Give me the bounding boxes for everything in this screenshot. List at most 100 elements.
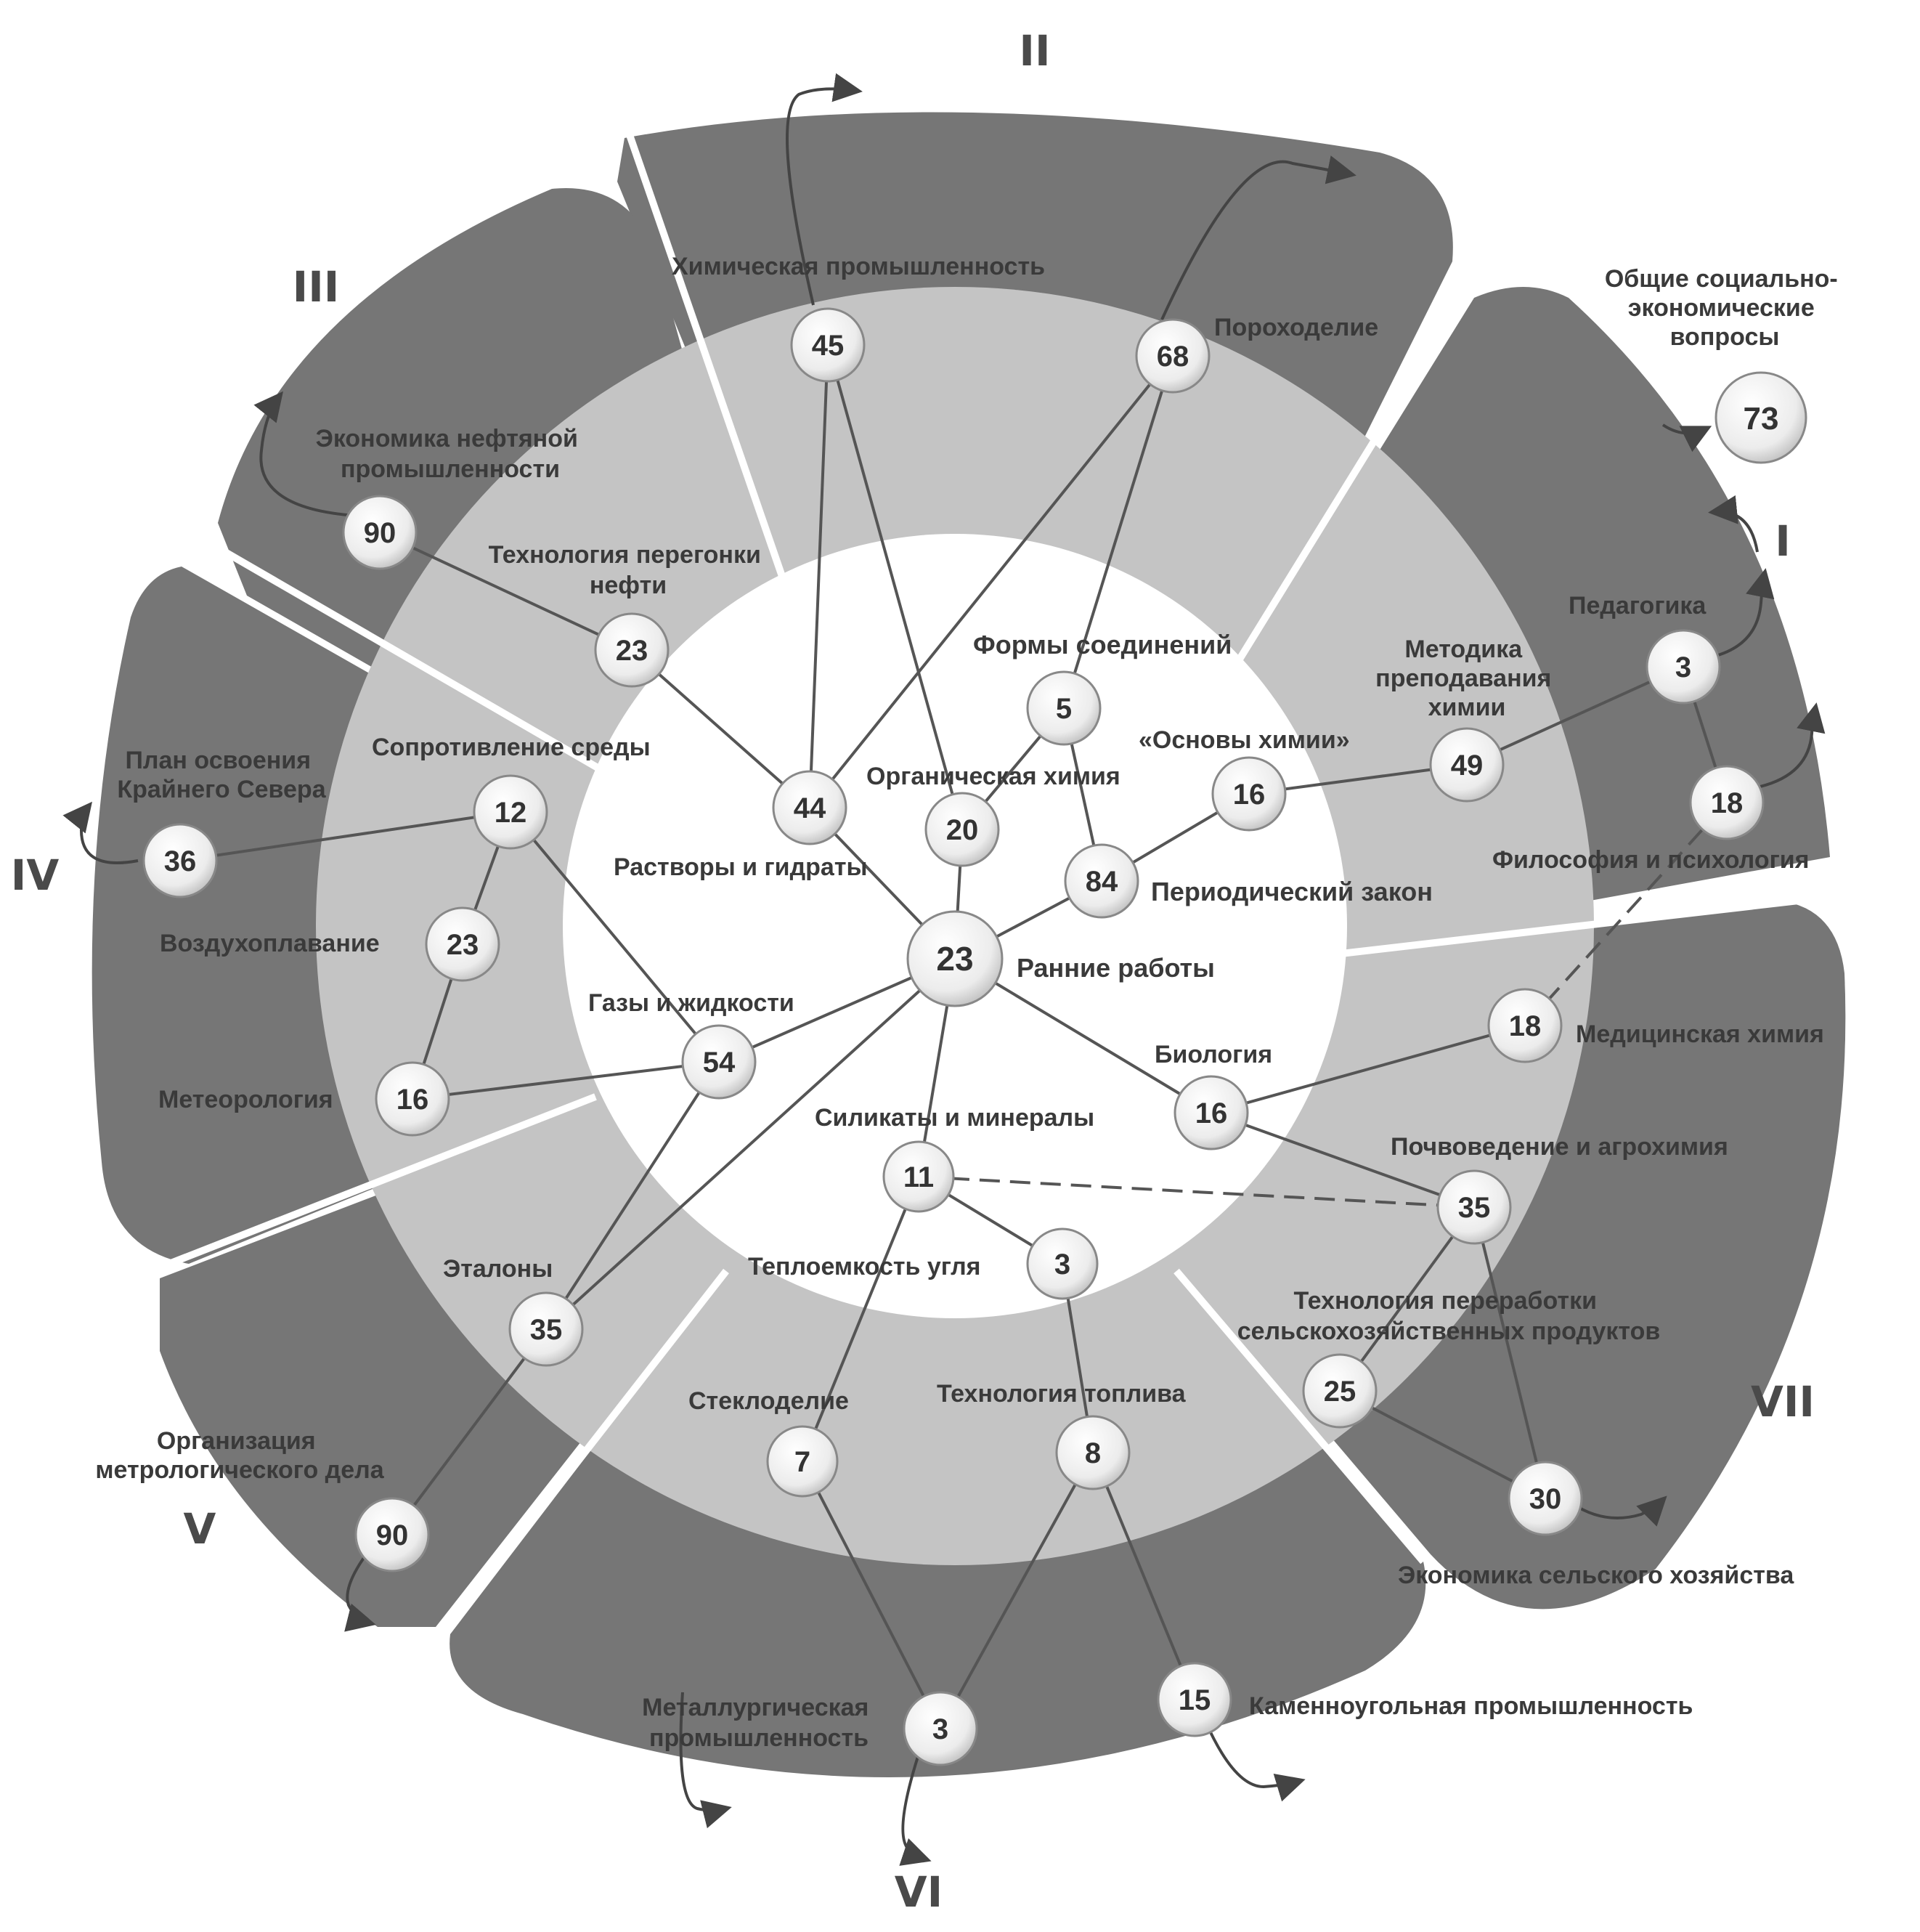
label-pererabotki-line2: сельскохозяйственных продуктов xyxy=(1237,1318,1661,1345)
node-12-soprotivlenie[interactable]: 12 xyxy=(473,774,548,850)
label-plan-line1: План освоения xyxy=(125,747,311,774)
edge-n54-n35a xyxy=(545,1060,720,1331)
label-ekonomika-nefti-line1: Экономика нефтяной xyxy=(316,425,578,452)
node-ball xyxy=(766,1425,839,1498)
node-8-tehnologiya-topliva[interactable]: 8 xyxy=(1055,1415,1131,1490)
nodes-layer: 23 44 20 5 84 16 49 3 18 73 45 68 90 23 … xyxy=(142,307,1807,1766)
label-obshchie: Общие социально- экономические вопросы xyxy=(1605,265,1844,351)
node-15-kamennougolnaya[interactable]: 15 xyxy=(1157,1662,1232,1737)
label-himprom: Химическая промышленность xyxy=(672,253,1045,280)
label-pedagogika: Педагогика xyxy=(1569,592,1707,620)
node-90-organizatsiya[interactable]: 90 xyxy=(354,1497,430,1572)
node-value: 23 xyxy=(447,929,479,961)
node-value: 3 xyxy=(932,1713,948,1745)
arrow-3c xyxy=(899,1742,932,1866)
arrow-plan xyxy=(62,801,139,864)
node-23-tehnologiya-peregonki[interactable]: 23 xyxy=(594,612,670,688)
arrow-porohodelie xyxy=(1160,155,1356,320)
edge-n11-n35b xyxy=(918,1175,1475,1209)
arrow-organizatsiya xyxy=(344,1538,379,1632)
node-30-ekonomika-sh[interactable]: 30 xyxy=(1508,1461,1583,1536)
node-73-obshchie[interactable]: 73 xyxy=(1714,371,1807,464)
node-11-silikaty[interactable]: 11 xyxy=(882,1140,955,1213)
node-68-porohodelie[interactable]: 68 xyxy=(1135,318,1211,394)
arrow-himprom xyxy=(786,73,863,306)
node-25-tehnologiya-pererabotki[interactable]: 25 xyxy=(1302,1353,1378,1429)
label-metodika-line1: Методика xyxy=(1404,636,1523,663)
node-18-medhim[interactable]: 18 xyxy=(1487,988,1563,1063)
edge-n35b-n25 xyxy=(1338,1206,1476,1392)
node-ball xyxy=(375,1061,450,1137)
label-osnovy: «Основы химии» xyxy=(1139,726,1350,754)
sector-label-VII: VII xyxy=(1751,1377,1815,1426)
node-16-biologiya[interactable]: 16 xyxy=(1173,1075,1249,1150)
node-value: 8 xyxy=(1085,1437,1101,1469)
arrow-3a xyxy=(1709,568,1775,659)
label-pererabotki-line1: Технология переработки xyxy=(1294,1287,1597,1315)
edge-n25-n30 xyxy=(1339,1389,1546,1500)
node-3-pedagogika[interactable]: 3 xyxy=(1646,629,1721,705)
node-23-rannie[interactable]: 23 xyxy=(906,910,1004,1007)
label-organizatsiya-line1: Организация xyxy=(157,1427,316,1455)
node-3-metallurg[interactable]: 3 xyxy=(903,1691,978,1766)
node-49-metodika[interactable]: 49 xyxy=(1429,727,1505,803)
arrow-metallurg xyxy=(679,1692,732,1829)
node-54-gazy[interactable]: 54 xyxy=(681,1024,757,1100)
node-value: 3 xyxy=(1054,1249,1070,1280)
label-medhim: Медицинская химия xyxy=(1576,1020,1824,1048)
node-value: 54 xyxy=(703,1047,736,1079)
node-5-formy[interactable]: 5 xyxy=(1026,670,1102,746)
node-90-ekonomika-nefti[interactable]: 90 xyxy=(342,495,418,570)
label-soprotivlenie: Сопротивление среды xyxy=(372,734,651,761)
edge-n49-n3a xyxy=(1466,665,1684,766)
node-ball xyxy=(790,307,866,383)
label-rannie: Ранние работы xyxy=(1017,953,1215,983)
node-ball xyxy=(1173,1075,1249,1150)
edge-n12-n36 xyxy=(179,811,511,862)
label-vozduhoplavanie: Воздухоплавание xyxy=(160,930,380,957)
node-ball xyxy=(1135,318,1211,394)
edge-n44-n68 xyxy=(808,354,1174,809)
arrow-18a xyxy=(1753,702,1826,790)
sector-label-I: I xyxy=(1775,516,1791,566)
node-ball xyxy=(772,770,847,845)
sector-label-VI: VI xyxy=(895,1867,943,1917)
node-value: 16 xyxy=(396,1084,429,1116)
node-44-rastvory[interactable]: 44 xyxy=(772,770,847,845)
node-20-organicheskaya[interactable]: 20 xyxy=(924,792,1000,867)
node-35-pochvovedenie[interactable]: 35 xyxy=(1436,1169,1512,1245)
node-value: 5 xyxy=(1056,693,1072,725)
edge-n54-n16b xyxy=(412,1060,720,1100)
node-value: 68 xyxy=(1157,341,1189,373)
node-value: 90 xyxy=(376,1519,409,1551)
node-23-vozduhoplavanie[interactable]: 23 xyxy=(425,906,500,982)
node-ball xyxy=(906,910,1004,1007)
node-3-teploemkost[interactable]: 3 xyxy=(1026,1227,1099,1300)
node-36-plan[interactable]: 36 xyxy=(142,823,218,898)
node-ball xyxy=(924,792,1000,867)
label-porohodelie: Пороходелие xyxy=(1214,314,1378,341)
edge-n7-n3c xyxy=(801,1461,942,1729)
label-organizatsiya-line2: метрологического дела xyxy=(95,1456,384,1484)
node-value: 30 xyxy=(1529,1483,1562,1515)
node-ball xyxy=(681,1024,757,1100)
label-plan-line2: Крайнего Севера xyxy=(117,776,326,803)
node-value: 3 xyxy=(1675,652,1691,683)
node-value: 23 xyxy=(616,635,648,667)
node-18-filosofiya[interactable]: 18 xyxy=(1689,765,1765,840)
node-45-himprom[interactable]: 45 xyxy=(790,307,866,383)
node-ball xyxy=(1026,1227,1099,1300)
node-35-etalony[interactable]: 35 xyxy=(508,1291,584,1367)
node-value: 49 xyxy=(1451,750,1484,782)
node-16-meteorologiya[interactable]: 16 xyxy=(375,1061,450,1137)
node-value: 12 xyxy=(495,797,527,829)
node-value: 73 xyxy=(1744,401,1779,437)
label-periodicheskiy: Периодический закон xyxy=(1151,877,1433,906)
node-value: 44 xyxy=(794,792,826,824)
node-ball xyxy=(342,495,418,570)
node-7-steklodelie[interactable]: 7 xyxy=(766,1425,839,1498)
node-84-periodicheskiy[interactable]: 84 xyxy=(1064,843,1139,919)
node-16-osnovy[interactable]: 16 xyxy=(1211,756,1287,832)
curved-arrows xyxy=(62,73,1826,1866)
label-organicheskaya: Органическая химия xyxy=(866,763,1120,790)
